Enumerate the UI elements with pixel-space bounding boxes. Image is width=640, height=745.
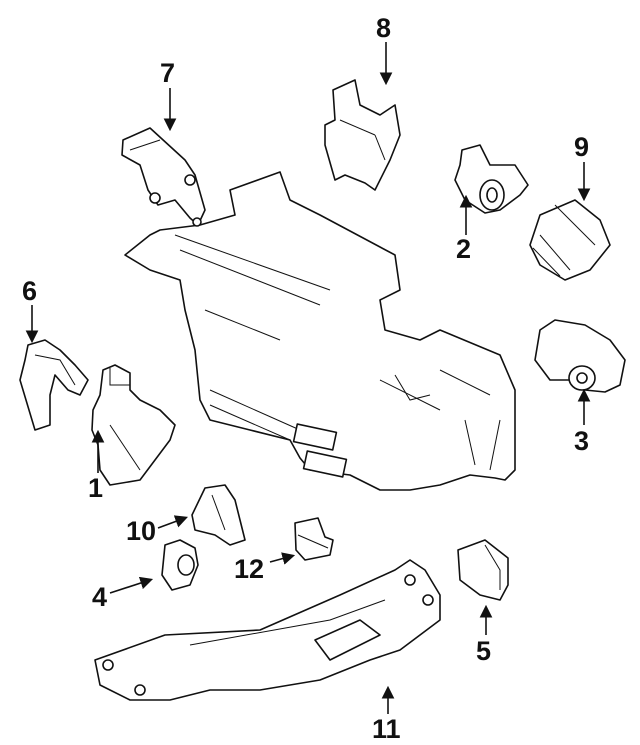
part-7-bracket <box>121 127 206 227</box>
callout-label-5: 5 <box>476 636 491 666</box>
part-3-mount <box>534 319 626 393</box>
callout-label-2: 2 <box>456 234 471 264</box>
callout-label-9: 9 <box>574 132 589 162</box>
callout-label-11: 11 <box>372 714 401 744</box>
part-8-bracket <box>324 79 401 191</box>
callout-arrow-12 <box>269 552 296 565</box>
callout-label-6: 6 <box>22 276 37 306</box>
callout-label-7: 7 <box>160 58 175 88</box>
part-5-mount <box>457 539 509 601</box>
callout-label-4: 4 <box>92 582 107 612</box>
part-9-mount <box>529 199 611 281</box>
callout-arrow-4 <box>109 576 154 594</box>
engine-assembly <box>124 171 516 491</box>
part-11-crossmember <box>94 559 441 701</box>
part-6-bracket <box>19 339 89 431</box>
part-4-mount <box>161 539 199 591</box>
callout-label-3: 3 <box>574 426 589 456</box>
callout-label-10: 10 <box>126 516 156 546</box>
callout-label-1: 1 <box>88 473 103 503</box>
callout-label-12: 12 <box>234 554 264 584</box>
part-10-bracket <box>191 484 246 546</box>
part-1-mount <box>91 364 176 486</box>
part-2-mount <box>454 144 529 214</box>
part-12-bracket <box>294 517 334 561</box>
callout-arrow-10 <box>157 515 189 529</box>
callout-label-8: 8 <box>376 13 391 43</box>
